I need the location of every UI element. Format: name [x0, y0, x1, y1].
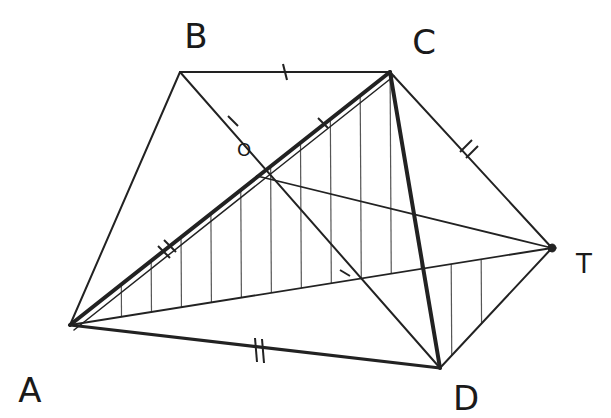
- point-label: D: [453, 381, 479, 415]
- point-label: C: [412, 25, 436, 59]
- point-label: B: [184, 19, 207, 53]
- hatching: [120, 60, 482, 400]
- point-label: A: [18, 373, 41, 407]
- tick-marks: [158, 64, 478, 363]
- point-label: O: [237, 141, 251, 159]
- point-label: T: [576, 251, 592, 277]
- figure-lines: [70, 72, 556, 368]
